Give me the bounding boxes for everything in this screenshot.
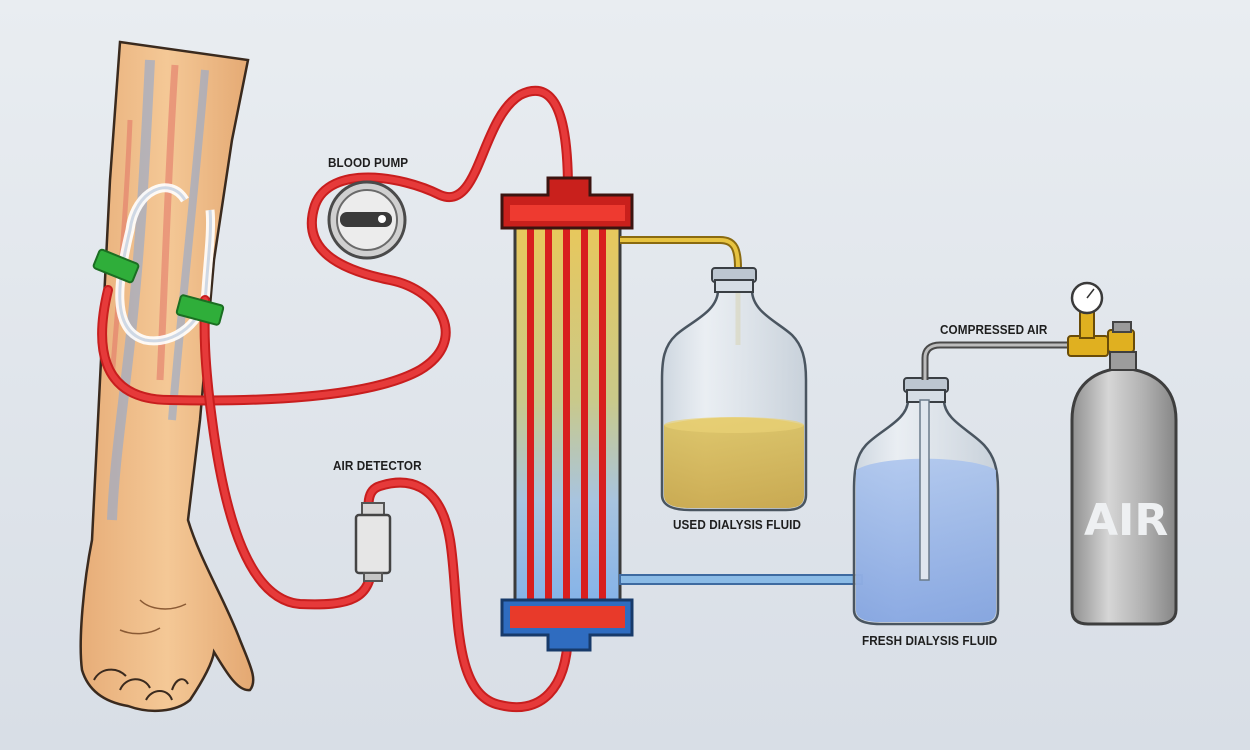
compressed-air-label: COMPRESSED AIR [940,322,1048,337]
needle-clamp-lower [175,294,225,326]
air-tank: AIR [1070,351,1178,626]
air-detector-label: AIR DETECTOR [333,458,422,473]
compressed-air-line [921,341,1075,380]
pressure-regulator [1067,281,1135,357]
air-tank-label: AIR [1084,495,1168,546]
fresh-fluid-bottle [852,377,1000,626]
fistula-loop [115,183,216,346]
fresh-fluid-tube [619,574,863,585]
dialyzer [500,176,634,652]
dialyzer-fibers [527,218,606,622]
needle-clamp-upper [92,248,140,284]
used-dialysis-fluid-label: USED DIALYSIS FLUID [673,517,802,532]
arm [79,40,255,712]
blood-pump [327,180,407,260]
fresh-dialysis-fluid-label: FRESH DIALYSIS FLUID [862,633,998,648]
used-fluid-bottle [660,267,808,512]
air-detector [354,502,392,582]
blood-pump-label: BLOOD PUMP [328,155,409,170]
